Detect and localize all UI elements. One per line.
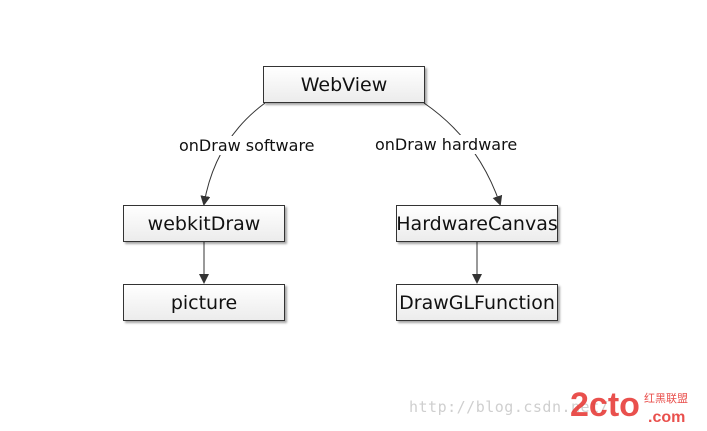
node-picture: picture — [123, 284, 285, 321]
node-picture-label: picture — [170, 291, 238, 314]
node-hardwarecanvas-label: HardwareCanvas — [396, 212, 558, 235]
node-drawglfunction: DrawGLFunction — [396, 284, 558, 321]
node-webview: WebView — [263, 66, 425, 103]
edge-label-hardware: onDraw hardware — [373, 135, 520, 154]
node-hardwarecanvas: HardwareCanvas — [396, 205, 558, 242]
node-drawglfunction-label: DrawGLFunction — [399, 291, 555, 314]
node-webview-label: WebView — [300, 73, 388, 96]
node-webkitdraw-label: webkitDraw — [147, 212, 261, 235]
node-webkitdraw: webkitDraw — [123, 205, 285, 242]
logo-dotcom-mark: .com — [648, 409, 685, 426]
watermark-logo: 2cto 红黑联盟 .com — [570, 386, 688, 426]
watermark-url: http://blog.csdn.net/ — [409, 398, 610, 416]
edge-label-software: onDraw software — [177, 136, 317, 155]
logo-2cto-mark: 2cto — [570, 386, 640, 424]
logo-tagline-icon: 红黑联盟 — [644, 392, 688, 405]
